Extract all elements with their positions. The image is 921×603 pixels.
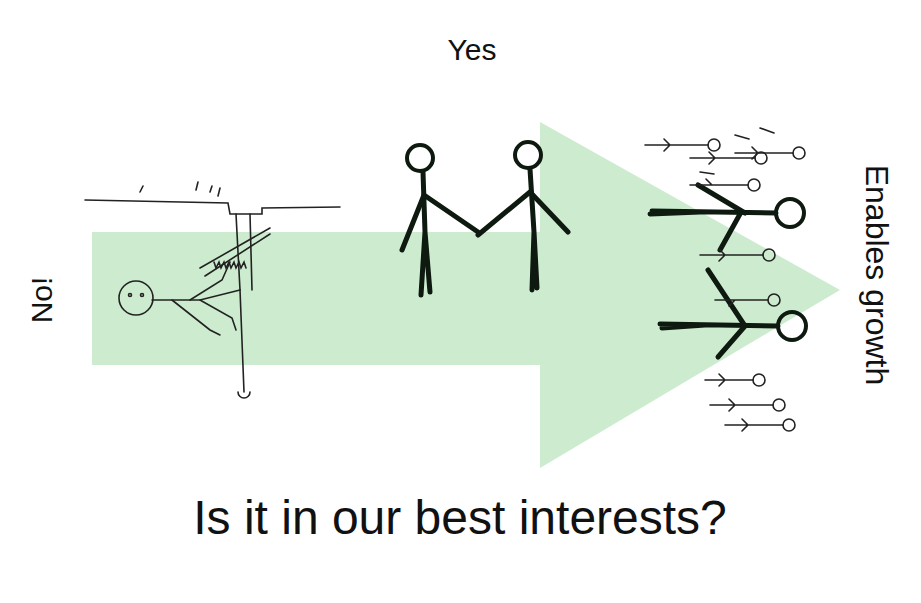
growth-arrow bbox=[92, 122, 840, 468]
hanging-man bbox=[85, 182, 340, 398]
top-label: Yes bbox=[448, 35, 497, 65]
handshake-figures bbox=[402, 142, 568, 295]
side-label: Enables growth bbox=[861, 165, 893, 386]
caption: Is it in our best interests? bbox=[193, 494, 727, 542]
side-label: No! bbox=[27, 277, 57, 324]
big-figures bbox=[650, 185, 806, 357]
crowd-figures bbox=[645, 128, 805, 431]
